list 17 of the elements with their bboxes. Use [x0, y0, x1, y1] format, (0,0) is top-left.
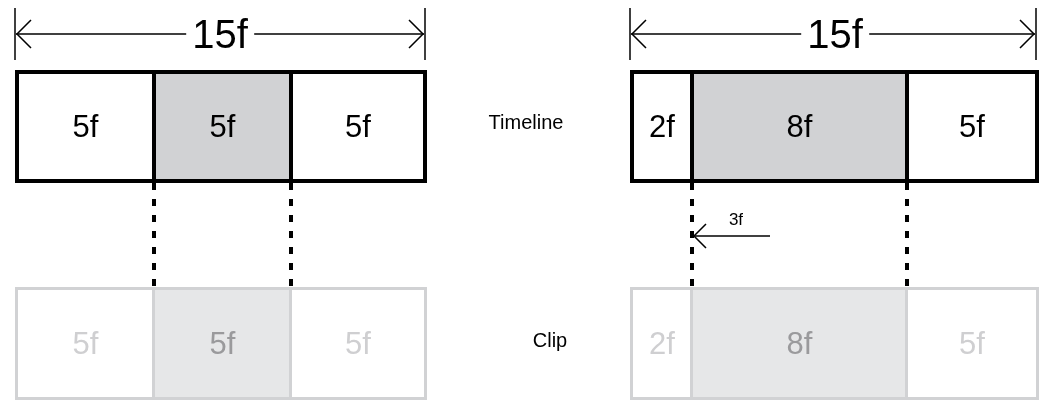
segment-length: 5f [209, 108, 236, 145]
segment-length: 5f [72, 108, 99, 145]
clip-segment [289, 287, 427, 400]
segment-length: 5f [209, 325, 236, 362]
segment-length: 2f [649, 108, 675, 145]
segment-length: 8f [786, 325, 813, 362]
guide-line [152, 183, 156, 287]
guide-line [289, 183, 293, 287]
clip-segment [905, 287, 1039, 400]
row-label: Timeline [488, 112, 564, 132]
row-label: Clip [532, 330, 568, 350]
segment-length: 5f [959, 108, 985, 145]
guide-line [690, 183, 694, 287]
segment-length: 8f [786, 108, 813, 145]
guide-line [905, 183, 909, 287]
segment-length: 5f [345, 108, 371, 145]
offset-label: 3f [728, 210, 744, 228]
